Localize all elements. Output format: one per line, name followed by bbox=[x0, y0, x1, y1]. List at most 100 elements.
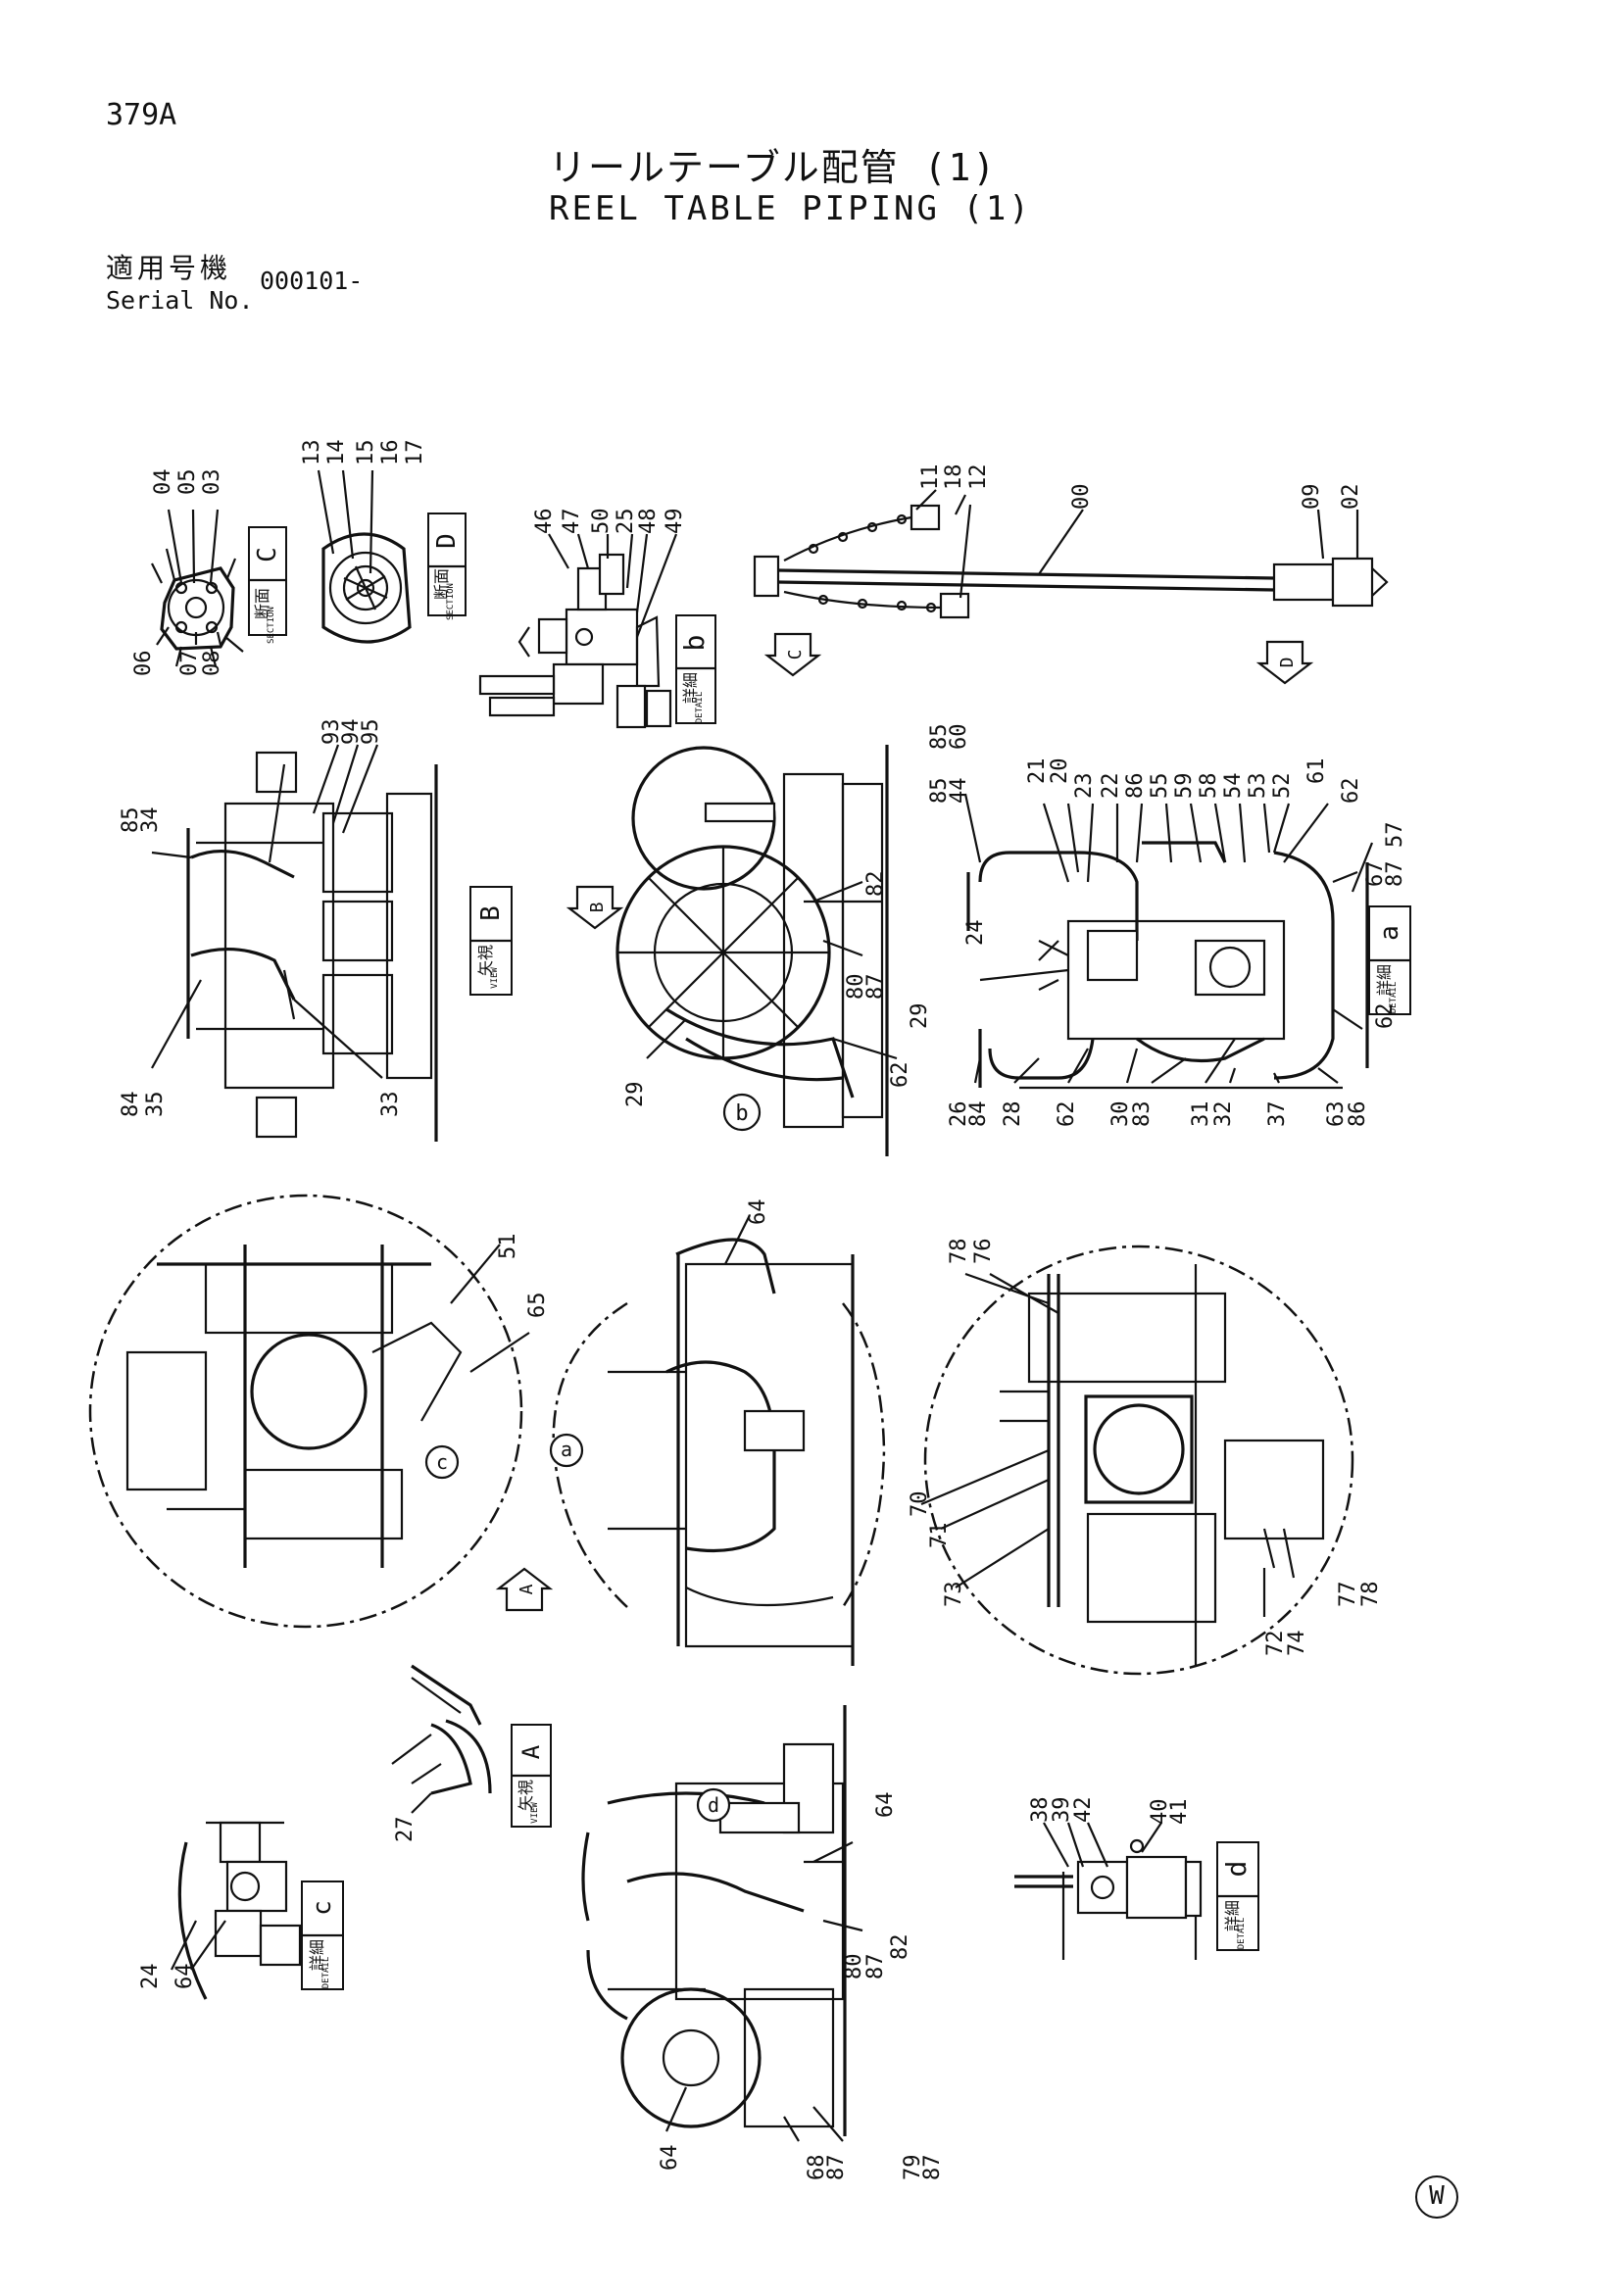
callout-c44: 22 bbox=[1099, 773, 1123, 800]
callout-c43: 23 bbox=[1072, 773, 1097, 800]
callout-c39: 85 bbox=[927, 778, 952, 805]
callout-c36: 62 bbox=[888, 1062, 912, 1089]
callout-c82: 78 bbox=[1358, 1582, 1383, 1608]
callout-c57: 24 bbox=[963, 920, 988, 947]
section-d-drawing bbox=[321, 532, 412, 644]
plan-view-center bbox=[552, 1238, 886, 1666]
callout-c78: 73 bbox=[942, 1582, 966, 1608]
callout-c74: 78 bbox=[947, 1239, 971, 1265]
reel-front-drawing bbox=[581, 1705, 847, 2136]
title-english: REEL TABLE PIPING (1) bbox=[549, 189, 1032, 228]
callout-c65: 83 bbox=[1130, 1101, 1155, 1128]
view-tag-section-c: 断面 SECTION C bbox=[248, 526, 287, 644]
callout-c29: 84 bbox=[119, 1092, 143, 1118]
callout-c61: 84 bbox=[966, 1101, 991, 1128]
footer-mark: W bbox=[1415, 2175, 1458, 2219]
view-b-drawing bbox=[186, 751, 438, 1142]
arrow-view-a: A bbox=[495, 1567, 554, 1612]
detail-circle-b: b bbox=[722, 1093, 762, 1132]
detail-c-letter: c bbox=[308, 1900, 337, 1916]
callout-c03: 03 bbox=[200, 469, 224, 496]
detail-b-en: DETAIL bbox=[695, 692, 705, 724]
callout-c42: 20 bbox=[1048, 758, 1072, 785]
detail-circle-a-label: a bbox=[561, 1438, 572, 1461]
callout-c79: 72 bbox=[1263, 1631, 1288, 1657]
callout-c32: 82 bbox=[863, 871, 888, 898]
callout-c90: 79 bbox=[901, 2155, 925, 2181]
arrow-d-letter: D bbox=[1277, 658, 1298, 668]
detail-d-jp: 詳細 bbox=[1223, 1900, 1242, 1931]
detail-d-letter: d bbox=[1220, 1861, 1253, 1878]
arrow-c-letter: C bbox=[785, 650, 806, 660]
callout-c64: 30 bbox=[1108, 1101, 1133, 1128]
callout-c33: 80 bbox=[844, 974, 868, 1001]
callout-c97: 42 bbox=[1071, 1797, 1096, 1824]
arrow-view-c: C bbox=[763, 632, 822, 677]
detail-a-en: DETAIL bbox=[1389, 982, 1399, 1014]
callout-c95: 38 bbox=[1028, 1797, 1053, 1824]
callout-c81: 77 bbox=[1336, 1582, 1360, 1608]
detail-circle-d: d bbox=[696, 1787, 731, 1823]
callout-c34: 87 bbox=[863, 974, 888, 1001]
callout-c04: 06 bbox=[131, 651, 156, 677]
detail-d-en: DETAIL bbox=[1237, 1918, 1247, 1950]
callout-c69: 63 bbox=[1324, 1101, 1349, 1128]
callout-c58: 29 bbox=[908, 1003, 932, 1030]
callout-c91: 87 bbox=[920, 2155, 945, 2181]
callout-c71: 51 bbox=[496, 1234, 520, 1260]
callout-c54: 57 bbox=[1383, 822, 1407, 849]
callout-c06: 08 bbox=[200, 651, 224, 677]
callout-c77: 71 bbox=[927, 1523, 952, 1549]
section-d-jp: 断面 bbox=[432, 568, 451, 600]
callout-c14: 50 bbox=[589, 509, 614, 535]
plan-view-right bbox=[923, 1245, 1354, 1676]
callout-c68: 37 bbox=[1265, 1101, 1290, 1128]
detail-a-letter: a bbox=[1375, 925, 1404, 941]
callout-c60: 26 bbox=[947, 1101, 971, 1128]
detail-b-jp: 詳細 bbox=[681, 672, 700, 704]
arrow-a-letter: A bbox=[516, 1584, 537, 1594]
callout-c30: 35 bbox=[143, 1092, 168, 1118]
callout-c70: 86 bbox=[1346, 1101, 1370, 1128]
callout-c10: 16 bbox=[378, 440, 403, 466]
callout-c20: 12 bbox=[966, 464, 991, 491]
callout-c99: 41 bbox=[1167, 1799, 1192, 1826]
view-a-en: VIEW bbox=[530, 1802, 540, 1824]
callout-c24: 93 bbox=[320, 719, 344, 746]
callout-c83: 27 bbox=[393, 1817, 418, 1843]
callout-c93: 24 bbox=[138, 1964, 163, 1990]
callout-c05: 07 bbox=[177, 651, 202, 677]
callout-c76: 70 bbox=[908, 1491, 932, 1518]
callout-c31: 33 bbox=[378, 1092, 403, 1118]
callout-c38: 60 bbox=[947, 724, 971, 751]
callout-c62: 28 bbox=[1001, 1101, 1025, 1128]
callout-c25: 94 bbox=[339, 719, 364, 746]
callout-c09: 15 bbox=[354, 440, 378, 466]
callout-c11: 17 bbox=[403, 440, 427, 466]
callout-c72: 65 bbox=[525, 1293, 550, 1319]
view-a-jp: 矢視 bbox=[516, 1780, 535, 1811]
section-d-en: SECTION bbox=[446, 583, 456, 620]
section-d-letter: D bbox=[432, 533, 462, 549]
arrow-b-letter: B bbox=[587, 903, 608, 913]
detail-circle-c-label: c bbox=[436, 1450, 448, 1474]
view-tag-detail-a: 詳細 DETAIL a bbox=[1368, 905, 1411, 1015]
callout-c55: 67 bbox=[1363, 861, 1388, 888]
callout-c46: 55 bbox=[1148, 773, 1172, 800]
callout-c63: 62 bbox=[1055, 1101, 1079, 1128]
detail-a-jp: 詳細 bbox=[1375, 964, 1394, 996]
callout-c94: 64 bbox=[172, 1964, 197, 1990]
serial-label-japanese: 適用号機 bbox=[106, 252, 232, 284]
callout-c26: 95 bbox=[359, 719, 383, 746]
callout-c08: 14 bbox=[324, 440, 349, 466]
callout-c22: 09 bbox=[1300, 484, 1324, 511]
callout-c12: 46 bbox=[532, 509, 557, 535]
view-tag-detail-c: 詳細 DETAIL c bbox=[301, 1881, 344, 1990]
detail-circle-b-label: b bbox=[735, 1101, 748, 1126]
detail-c-drawing bbox=[177, 1821, 302, 2000]
section-c-jp: 断面 bbox=[253, 588, 271, 619]
view-tag-section-d: 断面 SECTION D bbox=[427, 513, 467, 620]
plan-view-left bbox=[88, 1194, 523, 1629]
view-b-en: VIEW bbox=[490, 967, 500, 989]
callout-c92: 64 bbox=[658, 2145, 682, 2172]
